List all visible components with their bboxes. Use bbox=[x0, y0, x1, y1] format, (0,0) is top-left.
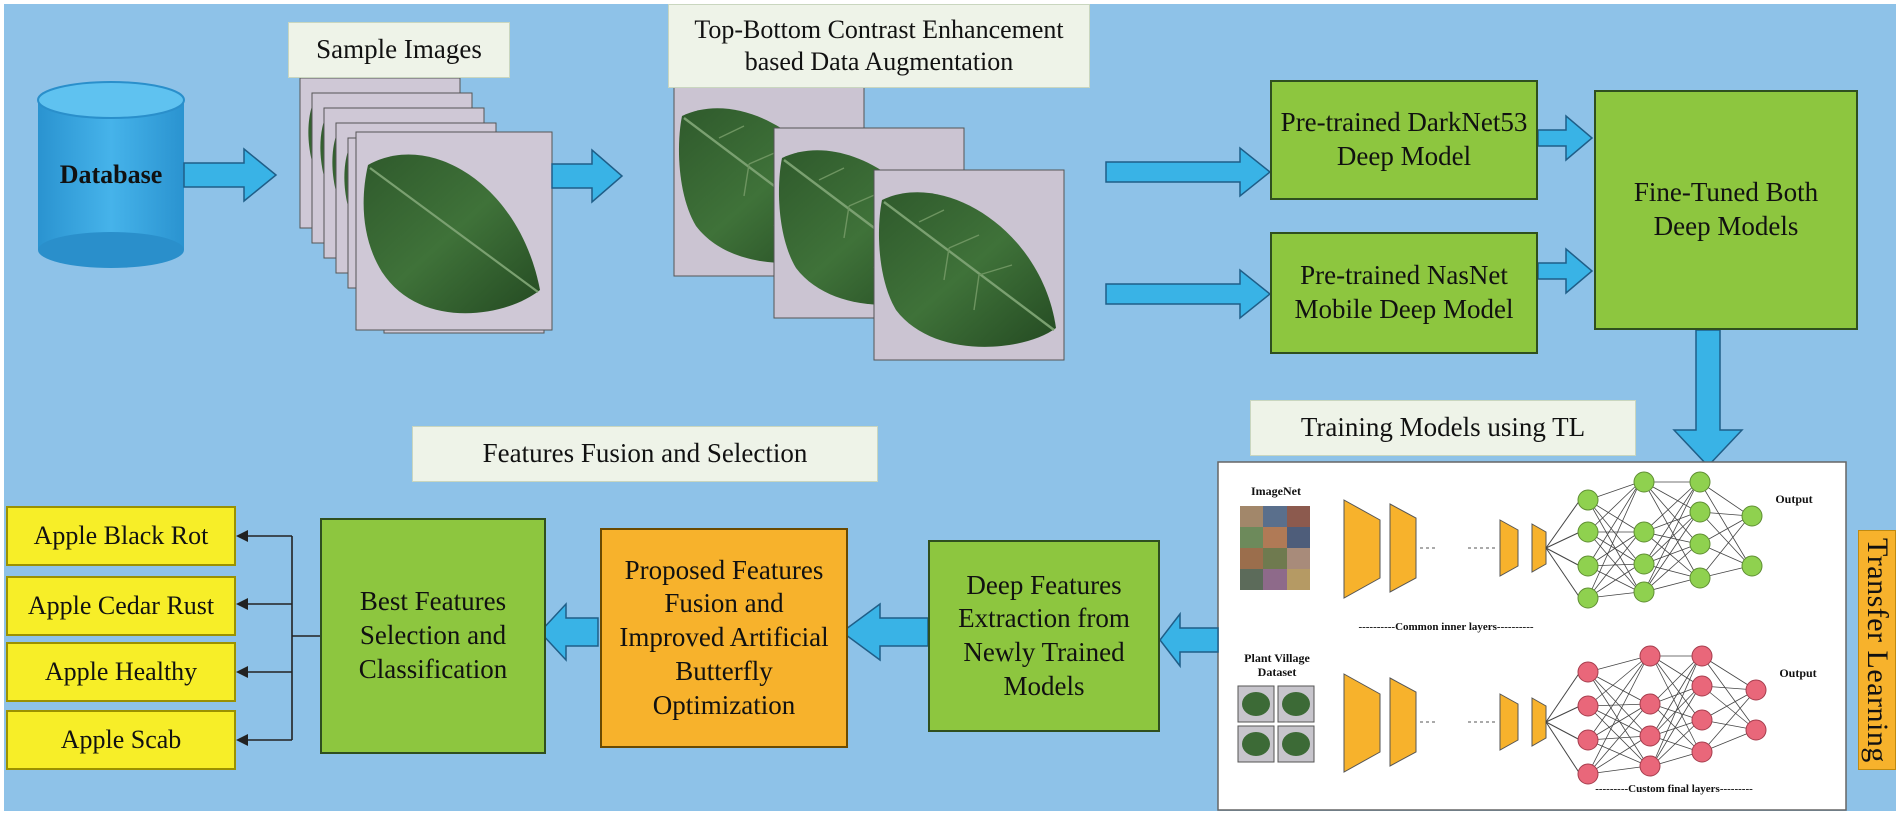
sample-images-stack bbox=[299, 77, 553, 334]
arrow-fusion-to-best bbox=[538, 602, 599, 662]
deep-features-box: Deep Features Extraction from Newly Trai… bbox=[928, 540, 1160, 732]
common-layers-label: ----------Common inner layers---------- bbox=[1358, 621, 1534, 634]
imagenet-mosaic bbox=[1240, 506, 1310, 590]
output-bottom-label: Output bbox=[1779, 665, 1817, 680]
arrow-samples-to-augmentation bbox=[551, 148, 624, 204]
class-apple-black-rot: Apple Black Rot bbox=[6, 506, 236, 566]
arrow-tl-to-deep-features bbox=[1159, 611, 1219, 669]
imagenet-label: ImageNet bbox=[1251, 483, 1301, 498]
fusion-selection-title: Features Fusion and Selection bbox=[412, 426, 878, 482]
output-top-label: Output bbox=[1775, 491, 1813, 506]
arrow-nasnet-to-finetuned bbox=[1537, 247, 1594, 295]
database-cylinder-icon bbox=[37, 81, 185, 268]
nasnet-box: Pre-trained NasNet Mobile Deep Model bbox=[1270, 232, 1538, 354]
sample-images-label: Sample Images bbox=[288, 22, 510, 78]
class-connector-lines bbox=[236, 530, 320, 746]
class-apple-scab: Apple Scab bbox=[6, 710, 236, 770]
fusion-box: Proposed Features Fusion and Improved Ar… bbox=[600, 528, 848, 748]
arrow-deep-to-fusion bbox=[840, 602, 929, 662]
arrow-to-nasnet bbox=[1105, 268, 1272, 320]
bottom-network-layers bbox=[1343, 671, 1581, 775]
arrow-finetuned-to-training bbox=[1672, 329, 1744, 468]
class-apple-cedar-rust: Apple Cedar Rust bbox=[6, 576, 236, 636]
plant-village-label: Plant Village Dataset bbox=[1244, 650, 1310, 679]
arrow-to-darknet bbox=[1105, 146, 1272, 198]
bottom-network-nodes bbox=[1577, 645, 1767, 785]
class-apple-healthy: Apple Healthy bbox=[6, 642, 236, 702]
top-network-nodes bbox=[1577, 471, 1763, 609]
training-tl-label: Training Models using TL bbox=[1250, 400, 1636, 456]
best-features-box: Best Features Selection and Classificati… bbox=[320, 518, 546, 754]
tl-panel bbox=[1217, 461, 1847, 811]
database-label: Database bbox=[59, 159, 163, 189]
finetuned-box: Fine-Tuned Both Deep Models bbox=[1594, 90, 1858, 330]
custom-layers-label: ---------Custom final layers--------- bbox=[1595, 783, 1753, 796]
transfer-learning-label: Transfer Learning bbox=[1858, 530, 1896, 770]
augmentation-label: Top-Bottom Contrast Enhancement based Da… bbox=[668, 4, 1090, 88]
darknet-box: Pre-trained DarkNet53 Deep Model bbox=[1270, 80, 1538, 200]
arrow-darknet-to-finetuned bbox=[1537, 114, 1594, 162]
top-network-layers bbox=[1343, 499, 1581, 599]
plant-village-mosaic bbox=[1237, 685, 1315, 763]
